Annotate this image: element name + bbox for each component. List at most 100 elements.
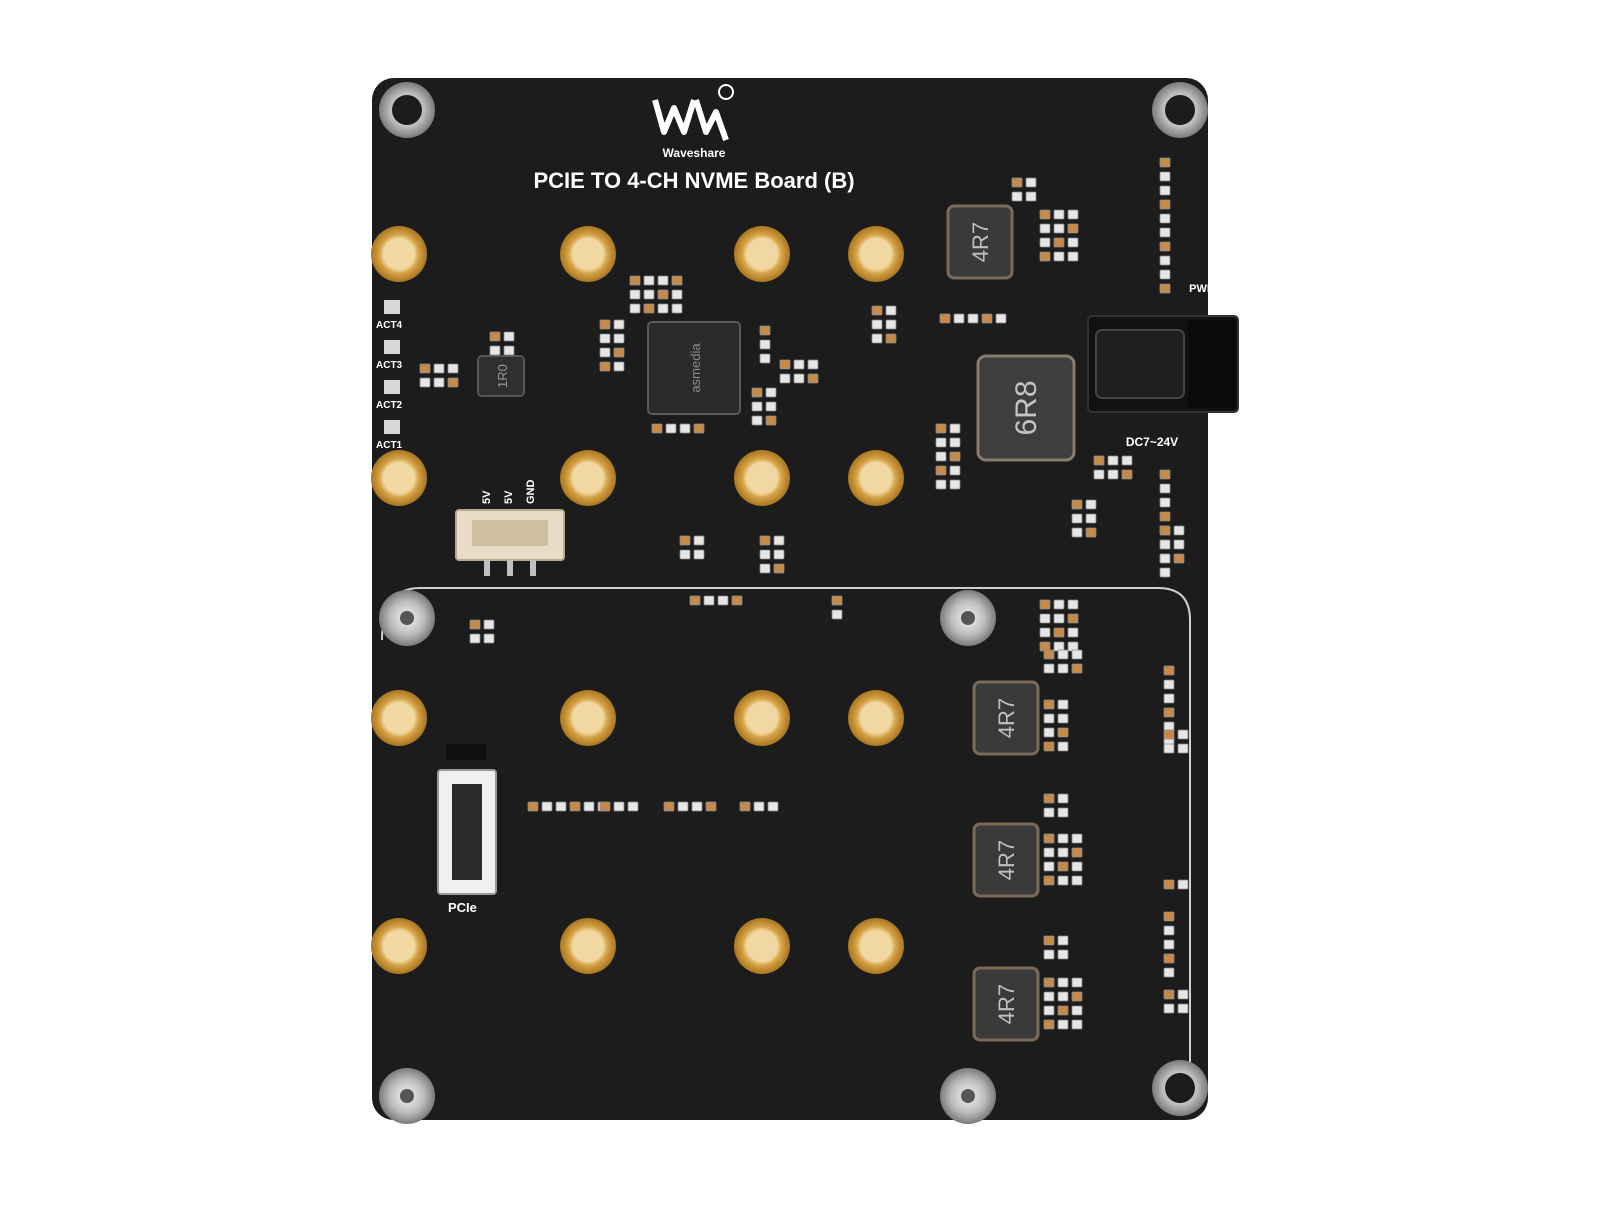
smd-component: [949, 437, 961, 448]
smd-component: [717, 595, 729, 606]
smd-component: [1053, 251, 1065, 262]
smd-component: [953, 313, 965, 324]
smd-component: [1159, 553, 1171, 564]
inductor-marking: 1R0: [495, 364, 510, 388]
smd-component: [935, 437, 947, 448]
smd-component: [1057, 935, 1069, 946]
gold-pad: [371, 226, 427, 282]
smd-component: [1057, 727, 1069, 738]
smd-component: [483, 619, 495, 630]
smd-component: [949, 451, 961, 462]
m2-mount-pads: [371, 226, 904, 974]
smd-component: [599, 801, 611, 812]
act4-label: ACT4: [376, 320, 403, 331]
smd-component: [831, 609, 843, 620]
smd-component: [1071, 875, 1083, 886]
inductor-marking: 4R7: [968, 222, 993, 262]
smd-component: [751, 415, 763, 426]
smd-component: [739, 801, 751, 812]
smd-component: [1071, 1005, 1083, 1016]
smd-component: [935, 479, 947, 490]
smd-component: [1043, 1005, 1055, 1016]
smd-component: [1163, 879, 1175, 890]
smd-component: [759, 563, 771, 574]
smd-component: [1057, 663, 1069, 674]
smd-component: [981, 313, 993, 324]
smd-component: [657, 303, 669, 314]
smd-component: [765, 387, 777, 398]
smd-component: [1163, 707, 1175, 718]
smd-component: [1071, 861, 1083, 872]
smd-component: [599, 361, 611, 372]
gold-pad: [371, 450, 427, 506]
smd-component: [705, 801, 717, 812]
smd-component: [1163, 1003, 1175, 1014]
gold-pad: [560, 918, 616, 974]
smd-component: [671, 303, 683, 314]
smd-component: [1025, 177, 1037, 188]
smd-component: [759, 535, 771, 546]
smd-component: [885, 305, 897, 316]
smd-component: [613, 361, 625, 372]
smd-component: [1067, 627, 1079, 638]
inductor-l4: 4R7: [972, 822, 1040, 898]
smd-component: [1043, 847, 1055, 858]
fan-connector: [455, 509, 565, 576]
smd-component: [1163, 911, 1175, 922]
smd-component: [759, 549, 771, 560]
standoff-hole: [400, 611, 414, 625]
smd-component: [693, 535, 705, 546]
smd-component: [1043, 861, 1055, 872]
mount-hole-inner: [1165, 1073, 1195, 1103]
chip-package: [647, 321, 741, 415]
smd-component: [1039, 613, 1051, 624]
pcie-ffc-connector: [437, 744, 497, 895]
inductor-l1: 4R7: [946, 204, 1014, 280]
smd-component: [679, 423, 691, 434]
pad-row-1: [371, 226, 904, 282]
gold-pad: [560, 226, 616, 282]
pcie-switch-chip: asmedia: [647, 321, 741, 415]
smd-component: [1085, 513, 1097, 524]
smd-component: [1053, 223, 1065, 234]
smd-component: [1043, 807, 1055, 818]
smd-component: [1071, 649, 1083, 660]
smd-component: [1159, 269, 1171, 280]
waveshare-logo-mark: [652, 99, 729, 142]
smd-component: [613, 333, 625, 344]
smd-component: [751, 387, 763, 398]
smd-component: [1057, 847, 1069, 858]
act1-label: ACT1: [376, 440, 403, 451]
fan-pin-label-gnd: GND: [525, 480, 537, 505]
led: [384, 300, 400, 314]
connector-pin: [530, 560, 536, 576]
smd-component: [503, 331, 515, 342]
gold-pad: [371, 690, 427, 746]
smd-component: [1163, 925, 1175, 936]
smd-component: [1159, 511, 1171, 522]
smd-component: [1057, 649, 1069, 660]
smd-component: [807, 373, 819, 384]
smd-component: [1159, 199, 1171, 210]
smd-component: [689, 595, 701, 606]
inductor-body: [972, 966, 1040, 1042]
smd-component: [1057, 793, 1069, 804]
smd-component: [1071, 663, 1083, 674]
smd-component: [1057, 807, 1069, 818]
smd-component: [1159, 483, 1171, 494]
smd-component: [1159, 157, 1171, 168]
smd-component: [759, 325, 771, 336]
smd-component: [657, 289, 669, 300]
smd-component: [1093, 469, 1105, 480]
smd-component: [1159, 469, 1171, 480]
smd-component: [1163, 967, 1175, 978]
smd-component: [599, 333, 611, 344]
smd-component: [1159, 497, 1171, 508]
smd-component: [1039, 251, 1051, 262]
smd-component: [1057, 861, 1069, 872]
smd-component: [1057, 991, 1069, 1002]
smd-component: [1085, 527, 1097, 538]
smd-component: [1159, 213, 1171, 224]
smd-component: [1057, 699, 1069, 710]
inductor-body: [972, 822, 1040, 898]
